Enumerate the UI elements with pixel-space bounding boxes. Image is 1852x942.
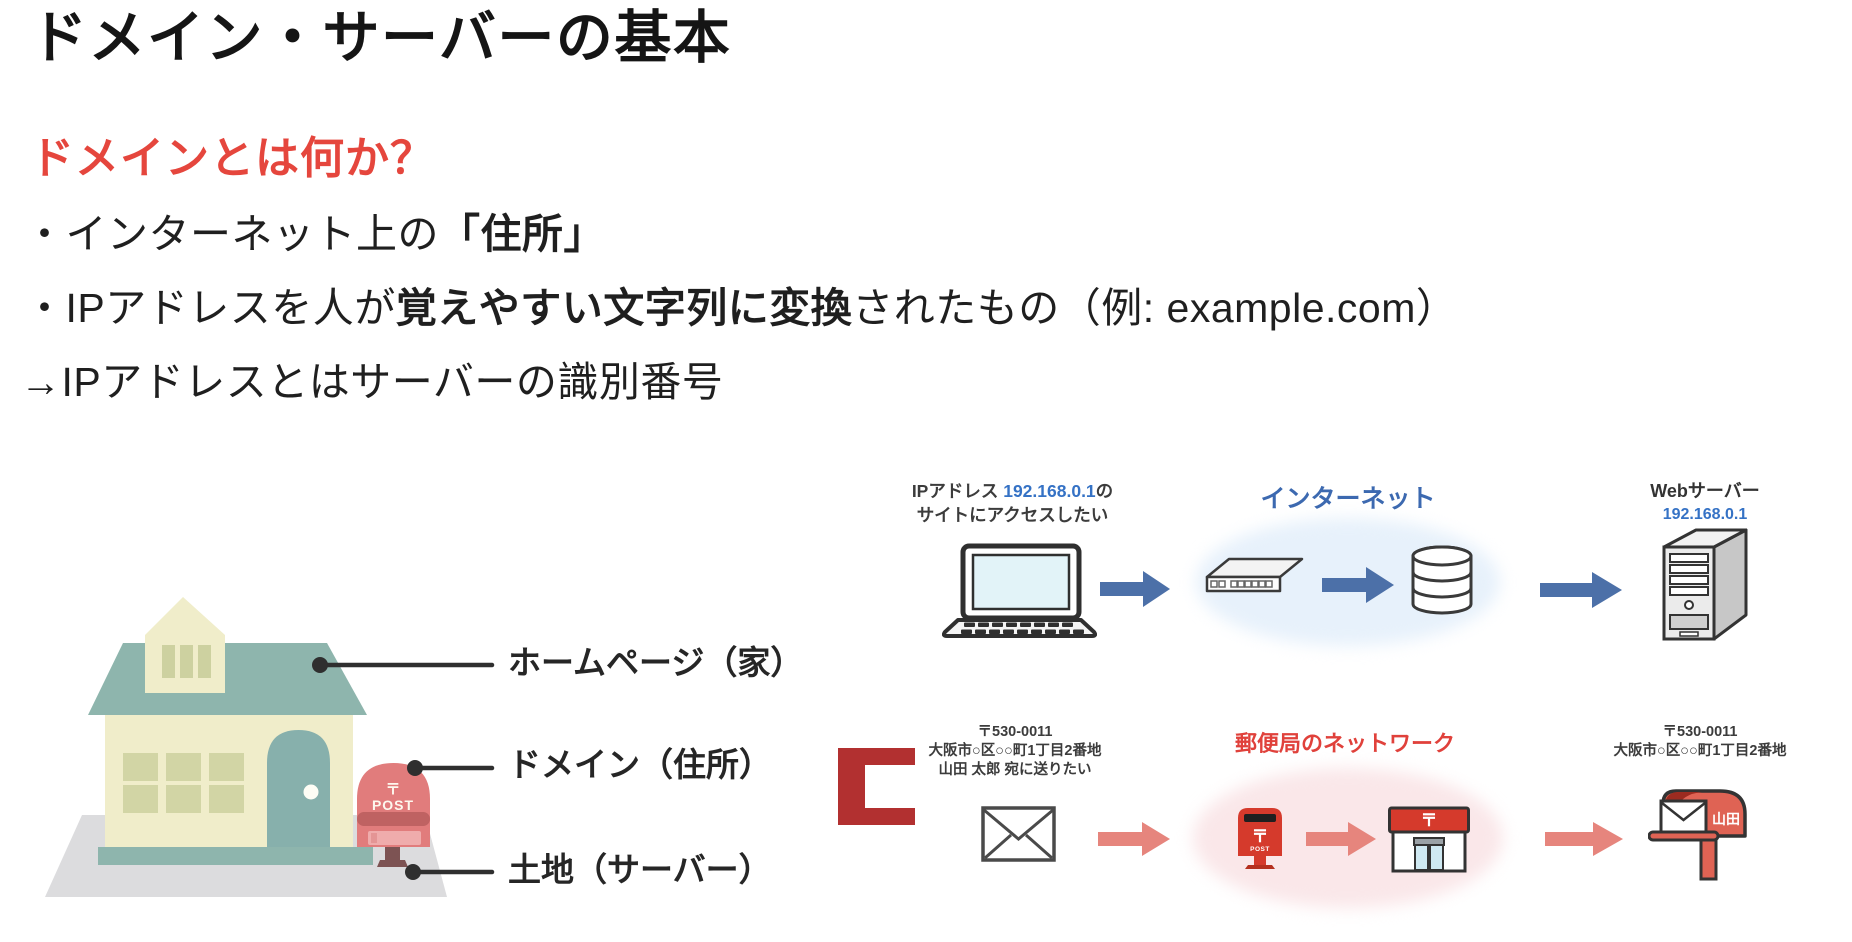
bullet-2-bold-text: 覚えやすい文字列に変換 — [395, 285, 853, 331]
mailbox-envelope — [1659, 799, 1708, 836]
destination-address: 大阪市○区○○町1丁目2番地 — [1613, 743, 1787, 759]
house-label-homepage: ホームページ（家） — [508, 644, 804, 681]
post-office-icon: 〒 — [1388, 806, 1470, 873]
envelope-icon — [981, 806, 1056, 862]
sender-caption: 〒530-0011 大阪市○区○○町1丁目2番地 山田 太郎 宛に送りたい — [880, 723, 1150, 780]
router-icon — [1205, 557, 1304, 593]
web-server-title: Webサーバー — [1650, 481, 1760, 501]
web-server-ip: 192.168.0.1 — [1662, 506, 1748, 523]
page-title: ドメイン・サーバーの基本 — [30, 6, 732, 70]
arrow-router-to-database-icon — [1322, 567, 1394, 603]
arrow-letter-to-postbox-icon — [1098, 822, 1170, 856]
house-label-domain: ドメイン（住所） — [508, 746, 772, 783]
house-label-land: 土地（サーバー） — [508, 851, 772, 888]
arrow-client-to-internet-icon — [1100, 571, 1170, 607]
house-door — [267, 730, 330, 847]
postbox-post-text: POST — [1250, 846, 1270, 853]
house-base — [98, 847, 373, 865]
bullet-1-bold-text: 「住所」 — [439, 211, 605, 257]
house-windows — [123, 753, 244, 813]
mailbox-tray — [1648, 830, 1720, 842]
callout-lines — [319, 662, 495, 875]
bullet-ip-string: ・IPアドレスを人が覚えやすい文字列に変換されたもの（例: example.co… — [24, 284, 1457, 333]
postbox-icon: 〒 POST — [1238, 808, 1282, 869]
client-caption: IPアドレス 192.168.0.1の サイトにアクセスしたい — [880, 479, 1145, 527]
bullet-ip-id-number: →IPアドレスとはサーバーの識別番号 — [20, 359, 724, 405]
sender-recipient: 山田 太郎 宛に送りたい — [938, 762, 1092, 778]
mailbox-slot-mark — [371, 833, 377, 843]
house-analogy-illustration: 〒 POST — [45, 597, 495, 897]
caption-ip-value: 192.168.0.1 — [1003, 481, 1096, 501]
door-knob — [303, 784, 319, 800]
bullet-2-text-after: されたもの（例: example.com） — [852, 285, 1458, 331]
caption-ip-post: の — [1095, 481, 1114, 501]
postbox-postal-mark: 〒 — [1252, 827, 1269, 846]
mailbox-postal-mark: 〒 — [385, 781, 400, 798]
client-caption-line2: サイトにアクセスしたい — [916, 505, 1109, 525]
red-bracket-icon — [838, 748, 915, 825]
mailbox-stem — [385, 847, 400, 862]
house-post-mailbox-icon: 〒 POST — [357, 763, 430, 867]
bullet-internet-address: ・インターネット上の「住所」 — [24, 210, 605, 259]
house-roof — [88, 643, 367, 715]
dormer-window-slats — [162, 645, 211, 678]
mailbox-name-plate: 山田 — [1712, 811, 1740, 827]
arrow-postbox-to-postoffice-icon — [1306, 822, 1376, 856]
home-mailbox-icon: 山田 — [1648, 789, 1747, 881]
internet-cloud-label: インターネット — [1260, 485, 1436, 513]
postal-cloud-label: 郵便局のネットワーク — [1234, 731, 1455, 756]
mailbox-stem-base — [377, 860, 408, 867]
callout-dots — [312, 657, 423, 880]
mailbox-post-text: POST — [372, 797, 414, 813]
mailbox-lid — [357, 812, 430, 826]
bullet-1-text: ・インターネット上の — [24, 211, 439, 257]
web-server-caption: Webサーバー 192.168.0.1 — [1620, 480, 1790, 526]
bullet-2-text: ・IPアドレスを人が — [24, 285, 396, 331]
post-office-postal-mark: 〒 — [1421, 811, 1438, 830]
mailbox-slot — [368, 831, 421, 845]
sender-address: 大阪市○区○○町1丁目2番地 — [928, 743, 1102, 759]
client-caption-line1: IPアドレス 192.168.0.1の — [880, 479, 1145, 503]
destination-caption: 〒530-0011 大阪市○区○○町1丁目2番地 — [1580, 723, 1820, 761]
destination-zip: 〒530-0011 — [1662, 724, 1738, 740]
sender-zip: 〒530-0011 — [977, 724, 1053, 740]
arrow-postoffice-to-mailbox-icon — [1545, 822, 1623, 856]
database-icon — [1411, 545, 1473, 615]
web-server-icon — [1662, 528, 1748, 641]
laptop-icon — [942, 543, 1097, 638]
arrow-internet-to-server-icon — [1540, 572, 1622, 608]
caption-ip-pre: IPアドレス — [911, 481, 1004, 501]
section-heading-what-is-domain: ドメインとは何か？ — [30, 134, 435, 183]
